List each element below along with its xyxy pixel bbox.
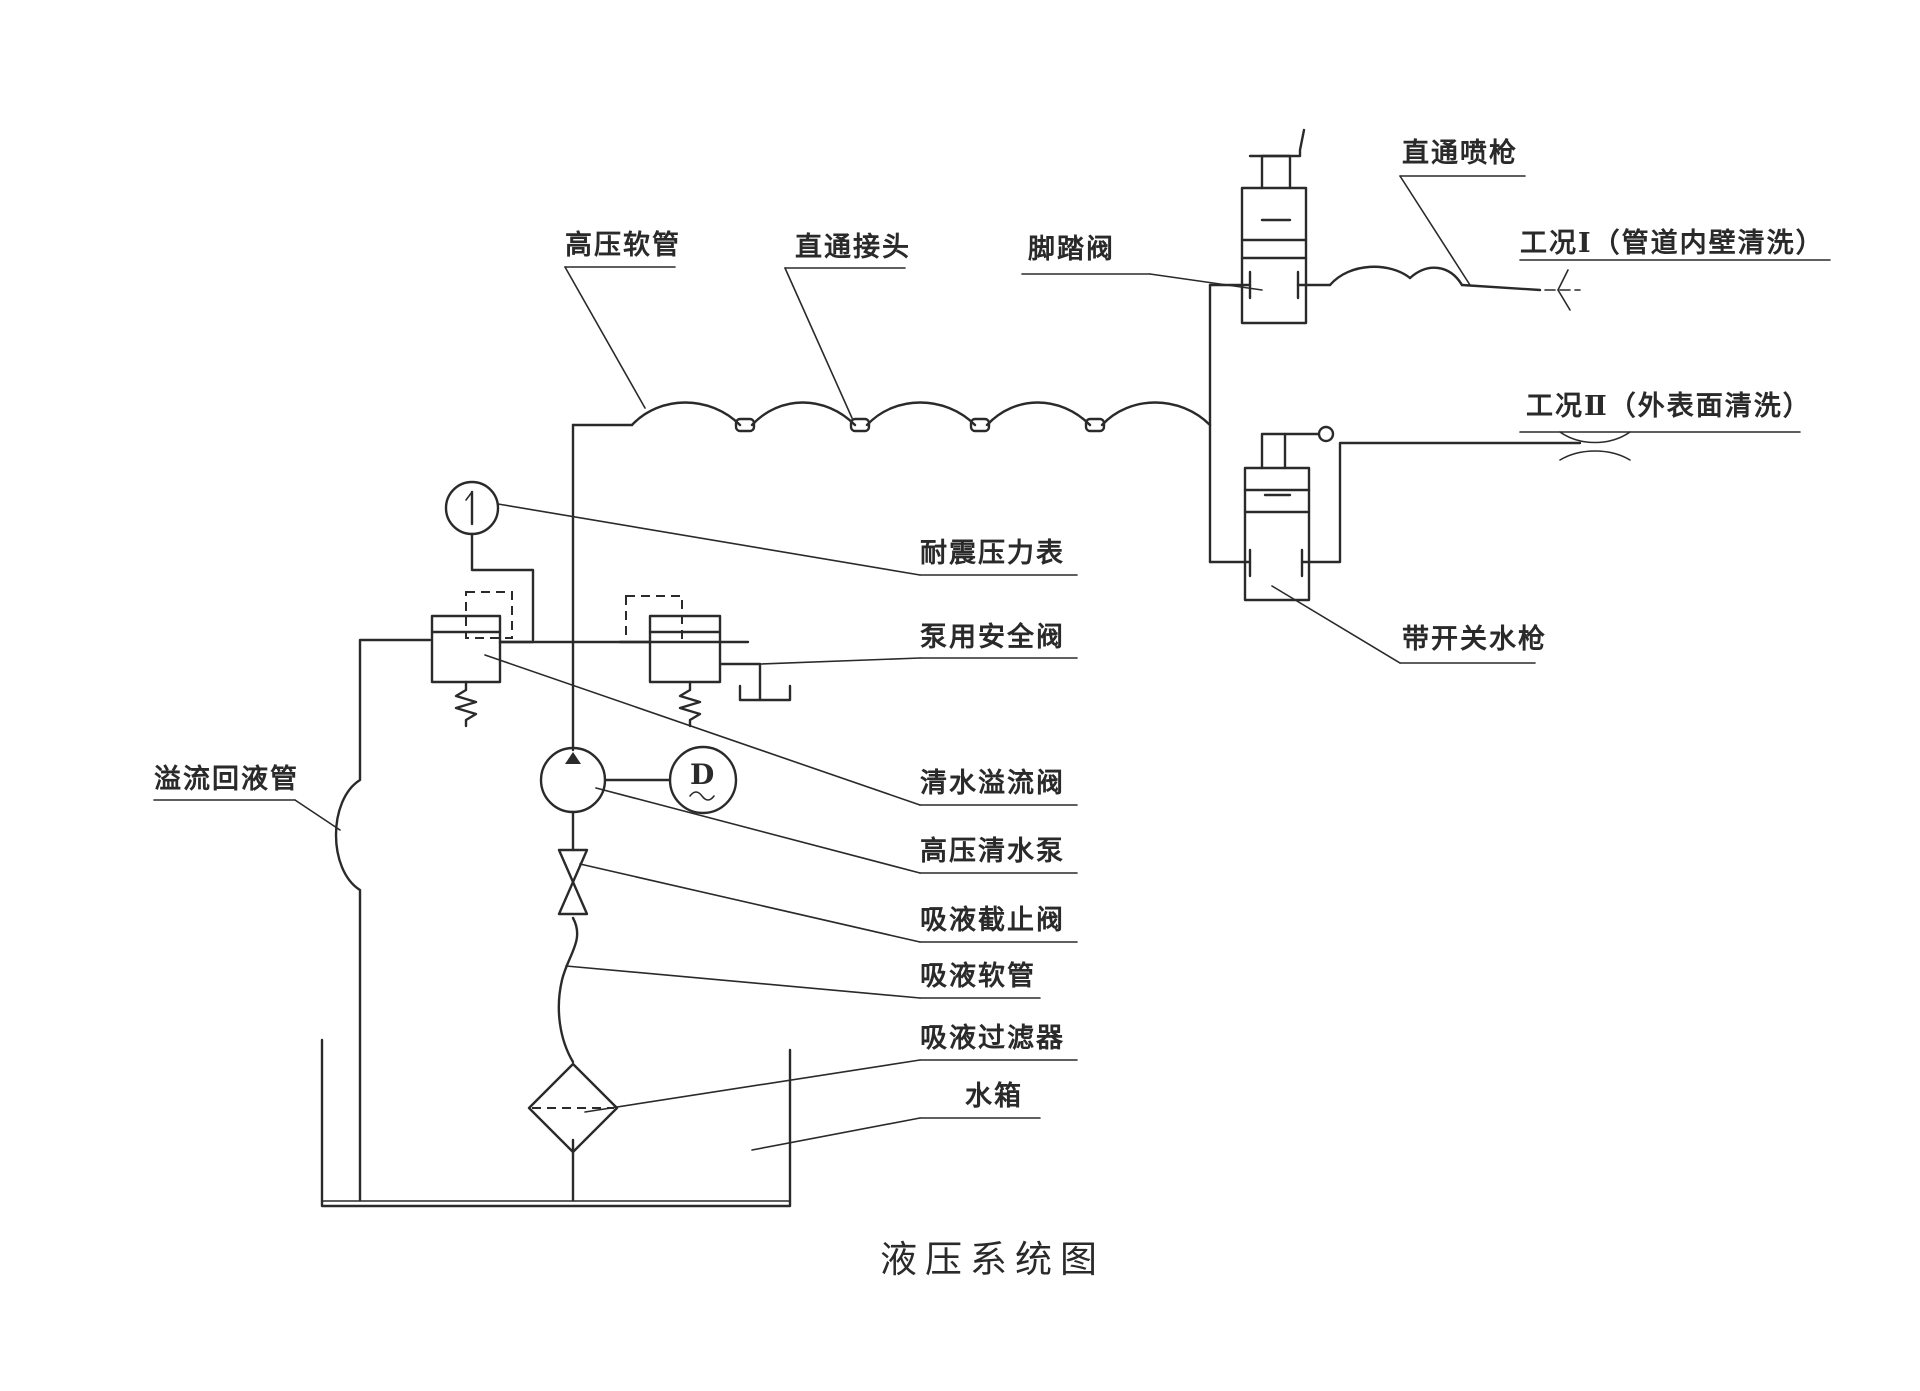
label-suction-filter: 吸液过滤器: [920, 1023, 1065, 1054]
straight-joint: [849, 417, 871, 433]
straight-spray-gun: [1296, 265, 1581, 311]
water-tank: [320, 1038, 792, 1208]
label-suction-hose: 吸液软管: [920, 961, 1036, 992]
straight-joint: [734, 417, 756, 433]
label-straight-spray-gun: 直通喷枪: [1402, 137, 1518, 169]
diagram-title: 液压系统图: [880, 1238, 1105, 1281]
suction-stop-valve: [557, 848, 589, 916]
foot-valve: [1240, 128, 1308, 325]
pump-safety-valve: [618, 595, 792, 728]
label-condition-2: 工况Ⅱ（外表面清洗）: [1526, 391, 1812, 422]
label-water-tank: 水箱: [965, 1080, 1023, 1112]
label-high-pressure-hose: 高压软管: [565, 229, 681, 261]
pressure-gauge: [444, 480, 535, 642]
water-overflow-valve: [430, 591, 535, 728]
label-suction-stop-valve: 吸液截止阀: [920, 905, 1065, 936]
switch-water-gun: [1243, 425, 1631, 602]
leader-lines: [153, 175, 1831, 1151]
label-high-pressure-pump: 高压清水泵: [920, 835, 1065, 867]
overflow-return-pipe: [334, 638, 432, 1202]
label-switch-water-gun: 带开关水枪: [1402, 623, 1547, 655]
suction-filter: [527, 1062, 619, 1154]
straight-joint: [969, 417, 991, 433]
label-pump-safety-valve: 泵用安全阀: [920, 621, 1065, 653]
high-pressure-hose: [571, 401, 1212, 427]
high-pressure-pump: [539, 746, 672, 814]
motor-symbol: D: [690, 758, 714, 791]
label-condition-1: 工况Ⅰ（管道内壁清洗）: [1520, 227, 1825, 259]
straight-joint: [1084, 417, 1106, 433]
label-foot-valve: 脚踏阀: [1028, 234, 1115, 265]
label-straight-joint: 直通接头: [795, 232, 911, 263]
label-overflow-return-pipe: 溢流回液管: [154, 764, 299, 795]
motor: D: [668, 745, 738, 815]
label-water-overflow-valve: 清水溢流阀: [920, 768, 1065, 799]
label-shockproof-gauge: 耐震压力表: [920, 538, 1065, 569]
straight-joints: [734, 417, 1106, 433]
